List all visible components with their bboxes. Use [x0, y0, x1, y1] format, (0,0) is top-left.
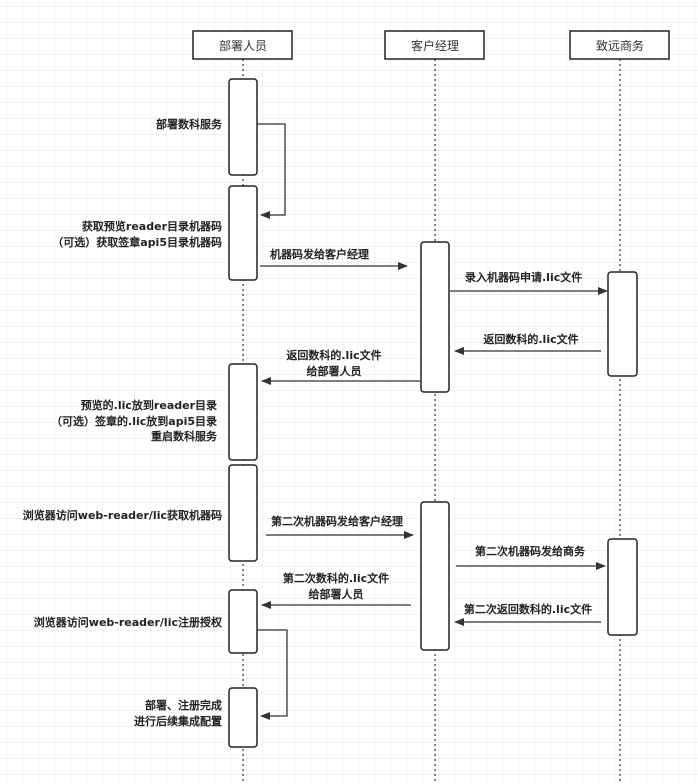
note-place-lic: （可选）签章的.lic放到api5目录 — [51, 414, 217, 428]
participant-label: 客户经理 — [411, 38, 459, 53]
message-label: 第二次数科的.lic文件 — [283, 571, 389, 585]
note-done: 进行后续集成配置 — [134, 714, 222, 728]
message-label: 第二次机器码发给商务 — [475, 544, 586, 558]
message-label: 给部署人员 — [307, 364, 362, 378]
activation-bar[interactable] — [228, 687, 258, 748]
activation-bar[interactable] — [228, 589, 258, 654]
note-browser-register: 浏览器访问web-reader/lic注册授权 — [34, 615, 223, 629]
participant-label: 致远商务 — [596, 38, 644, 53]
note-browser-get: 浏览器访问web-reader/lic获取机器码 — [23, 508, 222, 522]
message-label: 机器码发给客户经理 — [270, 247, 369, 261]
activation-bar[interactable] — [420, 501, 450, 651]
activation-bar[interactable] — [228, 185, 258, 281]
message-label: 给部署人员 — [309, 587, 364, 601]
participant-deployer[interactable]: 部署人员 — [192, 30, 293, 60]
self-message-arrow[interactable] — [257, 123, 286, 219]
note-deploy-service: 部署数科服务 — [156, 117, 223, 131]
activation-bar[interactable] — [228, 78, 258, 176]
message-label: 返回数科的.lic文件 — [483, 332, 578, 346]
activation-bar[interactable] — [607, 538, 638, 636]
message-label: 第二次机器码发给客户经理 — [271, 514, 403, 528]
message-label: 录入机器码申请.lic文件 — [465, 270, 582, 284]
message-label: 返回数科的.lic文件 — [286, 348, 381, 362]
note-done: 部署、注册完成 — [145, 698, 222, 712]
self-message-arrow[interactable] — [257, 629, 288, 720]
note-get-code: 获取预览reader目录机器码 — [82, 219, 222, 233]
participant-seeyon-business[interactable]: 致远商务 — [569, 30, 670, 60]
note-get-code: （可选）获取签章api5目录机器码 — [52, 235, 222, 249]
note-place-lic: 预览的.lic放到reader目录 — [81, 398, 217, 412]
note-restart: 重启数科服务 — [151, 429, 218, 443]
participant-label: 部署人员 — [219, 38, 267, 53]
activation-bar[interactable] — [228, 464, 258, 562]
participant-account-manager[interactable]: 客户经理 — [384, 30, 485, 60]
activation-bar[interactable] — [228, 363, 258, 461]
message-label: 第二次返回数科的.lic文件 — [464, 602, 592, 616]
activation-bar[interactable] — [420, 241, 450, 393]
activation-bar[interactable] — [607, 271, 638, 377]
